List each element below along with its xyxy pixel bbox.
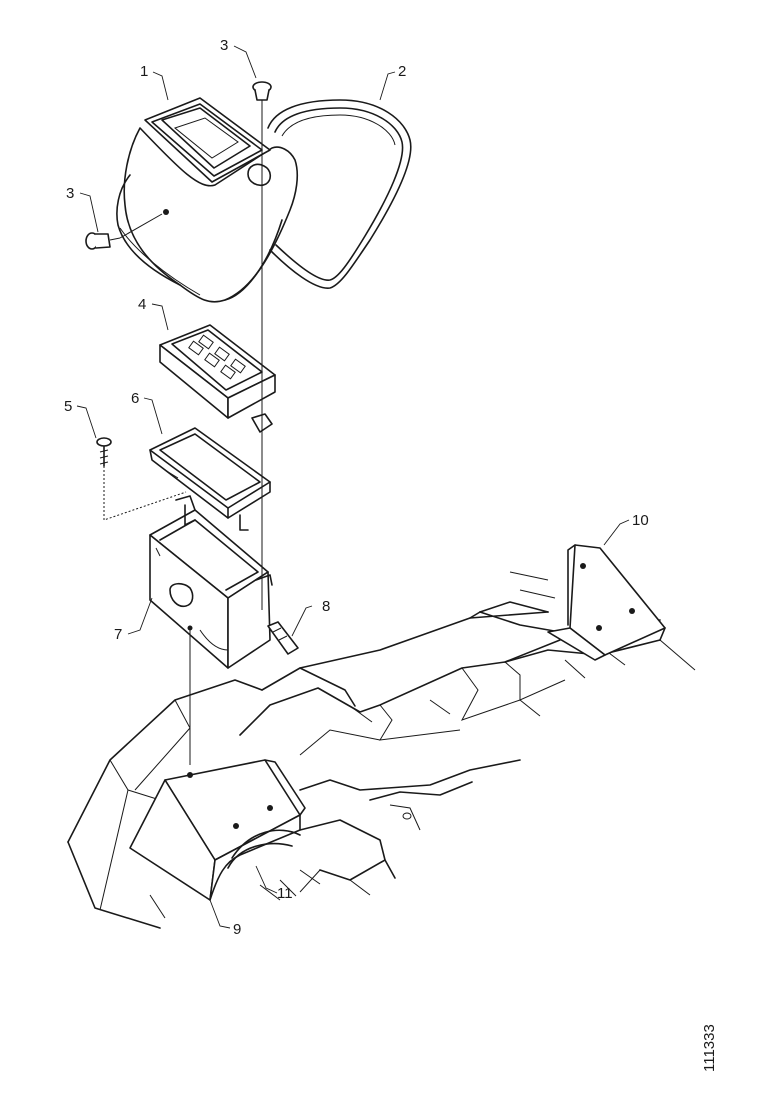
part-8-fastener (267, 621, 299, 655)
callout-11: 11 (277, 885, 293, 902)
part-7-bracket-housing (149, 495, 273, 669)
part-9-mounting-bracket (129, 759, 306, 901)
part-2-seal-gasket (267, 99, 412, 289)
callout-3-left: 3 (66, 185, 74, 202)
callout-9: 9 (233, 921, 241, 938)
callout-4: 4 (138, 296, 146, 313)
part-5-screw (96, 437, 112, 467)
part-3-screw-top (252, 81, 272, 108)
part-1-console-cover (116, 97, 298, 303)
leader-lines (76, 45, 630, 929)
switch-buttons (188, 334, 246, 380)
callout-8: 8 (322, 598, 330, 615)
vehicle-floor-tunnel (67, 571, 696, 929)
assembly-lines (103, 108, 263, 765)
part-10-mounting-bracket (547, 544, 666, 661)
callout-1: 1 (140, 63, 148, 80)
callout-labels: 1 2 3 3 4 5 6 7 8 9 10 11 (64, 37, 649, 938)
callout-7: 7 (114, 626, 122, 643)
callout-5: 5 (64, 398, 72, 415)
part-3-screw-left (85, 232, 121, 250)
callout-3-top: 3 (220, 37, 228, 54)
part-11-opening (227, 829, 301, 869)
callout-2: 2 (398, 63, 406, 80)
part-4-switch-panel (159, 324, 276, 433)
figure-number: 111333 (701, 1024, 718, 1072)
part-6-mounting-frame (149, 427, 271, 531)
callout-6: 6 (131, 390, 139, 407)
callout-10: 10 (632, 512, 649, 529)
